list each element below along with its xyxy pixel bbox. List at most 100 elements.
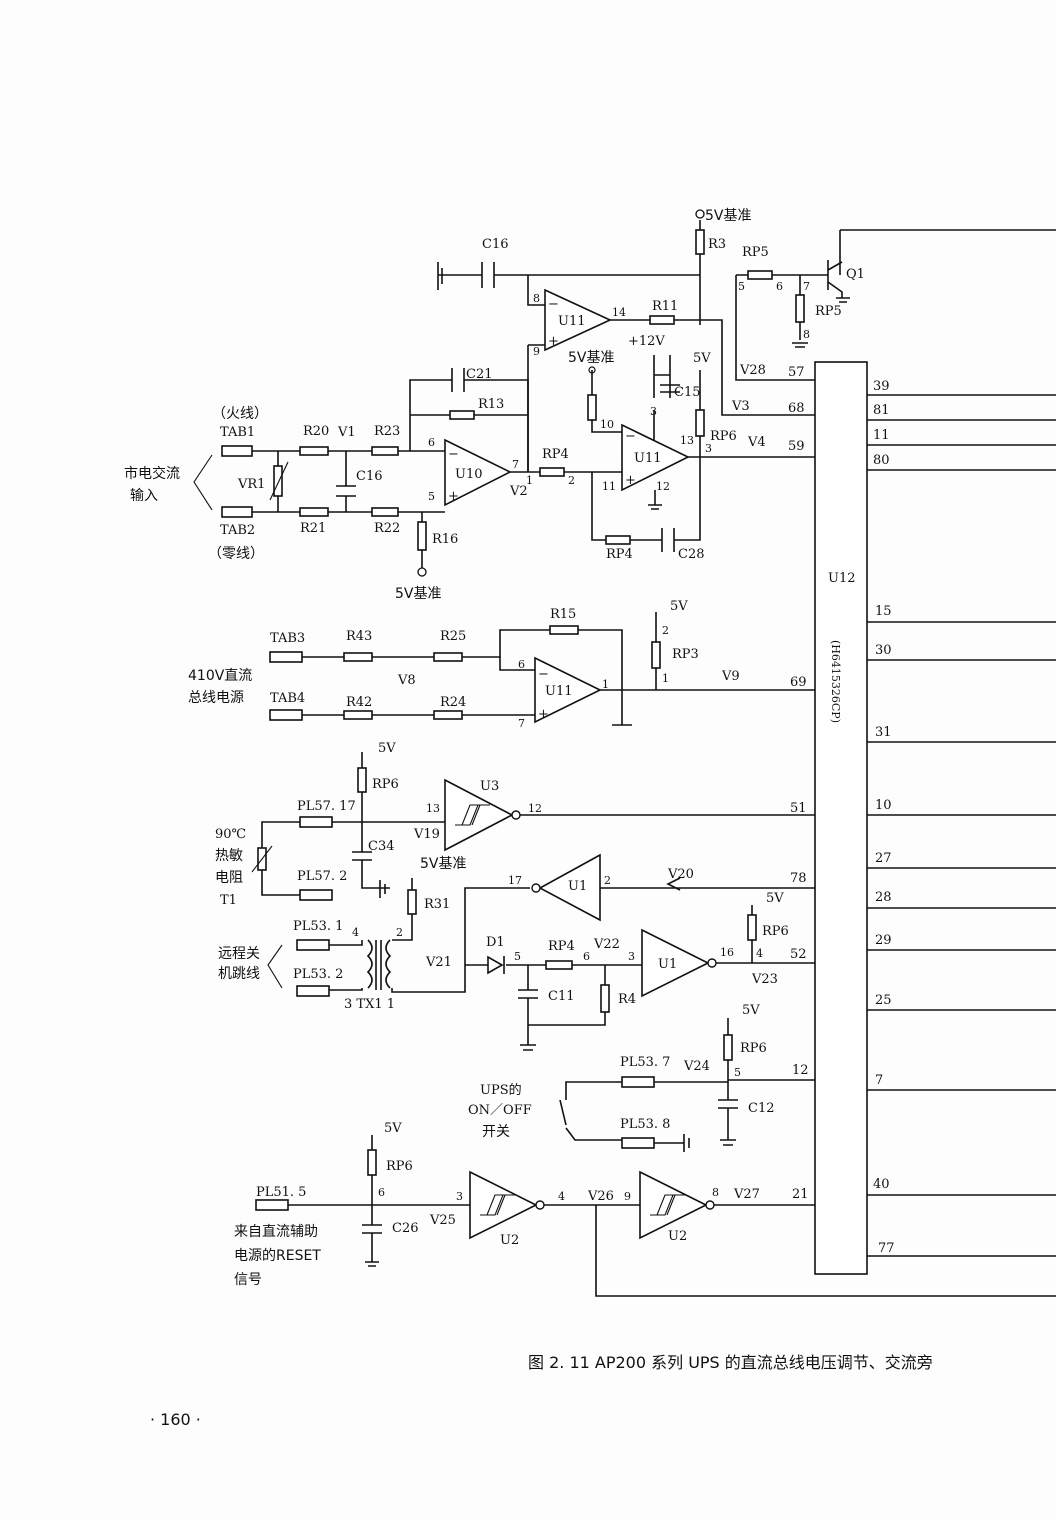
u11-bus-opamp <box>534 656 602 724</box>
pl572-label: PL57. 2 <box>297 869 347 884</box>
tab3-label: TAB3 <box>270 631 305 646</box>
fire-label: （火线） <box>212 406 268 422</box>
svg-text:16: 16 <box>720 946 734 959</box>
svg-text:−: − <box>548 297 559 312</box>
v26-label: V26 <box>587 1189 614 1204</box>
r25-label: R25 <box>440 629 466 644</box>
svg-text:1: 1 <box>662 672 669 685</box>
svg-text:3: 3 <box>650 405 657 418</box>
c11-label: C11 <box>548 989 575 1004</box>
svg-text:+: + <box>448 489 459 504</box>
pin-31: 31 <box>875 725 892 740</box>
bus-label-1: 410V直流 <box>188 667 252 684</box>
rp6-top-label: RP6 <box>710 429 737 444</box>
svg-text:7: 7 <box>803 280 810 293</box>
svg-text:2: 2 <box>662 624 669 637</box>
pin-78: 78 <box>790 871 807 886</box>
svg-text:5: 5 <box>514 950 521 963</box>
pin-7: 7 <box>875 1073 883 1088</box>
svg-text:5V: 5V <box>742 1003 760 1018</box>
svg-text:3: 3 <box>456 1190 463 1203</box>
d1-label: D1 <box>486 935 505 950</box>
pin-77: 77 <box>878 1241 895 1256</box>
v24-label: V24 <box>683 1059 710 1074</box>
r22-label: R22 <box>374 521 400 536</box>
r20-label: R20 <box>303 424 329 439</box>
c21-label: C21 <box>466 367 493 382</box>
mains-label-1: 市电交流 <box>124 465 180 482</box>
u12-chip <box>814 361 868 1275</box>
v22-label: V22 <box>593 937 620 952</box>
svg-text:3: 3 <box>705 442 712 455</box>
svg-text:12: 12 <box>528 802 542 815</box>
u2-schmitt-b <box>639 1170 708 1240</box>
svg-text:−: − <box>625 429 636 444</box>
rp6-ups-label: RP6 <box>740 1041 767 1056</box>
v2-label: V2 <box>509 484 528 499</box>
pin-28: 28 <box>875 890 892 905</box>
pin-52: 52 <box>790 947 807 962</box>
r15-label: R15 <box>550 607 576 622</box>
remote-label-2: 机跳线 <box>218 966 260 982</box>
rp6-u1-label: RP6 <box>762 924 789 939</box>
pin-68: 68 <box>788 401 805 416</box>
rp3-label: RP3 <box>672 647 699 662</box>
pl537-label: PL53. 7 <box>620 1055 670 1070</box>
svg-text:8: 8 <box>712 1186 719 1199</box>
u2a-label: U2 <box>500 1233 519 1248</box>
therm-label-2: 热敏 <box>215 848 243 864</box>
svg-text:6: 6 <box>428 436 435 449</box>
ref5v-mid-label: 5V基准 <box>568 349 614 366</box>
u3-label: U3 <box>480 779 499 794</box>
u3-schmitt <box>444 778 514 852</box>
u12-right-outputs: 39 81 11 80 15 30 31 10 27 28 29 25 7 40… <box>867 379 1056 1257</box>
svg-text:5V: 5V <box>766 891 784 906</box>
u10-opamp <box>444 438 512 507</box>
therm-label-4: T1 <box>220 893 237 908</box>
svg-text:7: 7 <box>518 717 525 730</box>
pin-51: 51 <box>790 801 807 816</box>
svg-text:+: + <box>538 707 549 722</box>
r11-label: R11 <box>652 299 678 314</box>
v23-label: V23 <box>751 972 778 987</box>
reset-section: 5V RP6 6 C26 PL51. 5 来自直流辅助 电源的RESET 信号 … <box>234 1121 1056 1297</box>
svg-text:13: 13 <box>680 434 694 447</box>
r31-label: R31 <box>424 897 450 912</box>
pin-69: 69 <box>790 675 807 690</box>
plus12v-label: +12V <box>628 334 665 349</box>
pin-25: 25 <box>875 993 892 1008</box>
tab4-label: TAB4 <box>270 691 305 706</box>
ups-switch-section: 5V RP6 5 C12 12 PL53. 7 V24 PL53. 8 UPS的… <box>468 1003 815 1152</box>
rp6-therm-label: RP6 <box>372 777 399 792</box>
u12-label: U12 <box>828 571 856 586</box>
svg-text:+: + <box>548 334 559 349</box>
reset-label-3: 信号 <box>234 1272 262 1288</box>
r24-label: R24 <box>440 695 466 710</box>
svg-text:9: 9 <box>533 345 540 358</box>
svg-text:5V: 5V <box>378 741 396 756</box>
pin-40: 40 <box>873 1177 890 1192</box>
u10-label: U10 <box>455 467 483 482</box>
ref5v-top-label: 5V基准 <box>705 207 751 224</box>
v20-label: V20 <box>667 867 694 882</box>
u2-schmitt-a <box>469 1170 538 1240</box>
u1-top-label: U1 <box>568 879 587 894</box>
rp4-low-label: RP4 <box>548 939 575 954</box>
pl532-label: PL53. 2 <box>293 967 343 982</box>
svg-text:1: 1 <box>602 678 609 691</box>
pin-15: 15 <box>875 604 892 619</box>
r42-label: R42 <box>346 695 372 710</box>
v9-label: V9 <box>721 669 740 684</box>
v3-label: V3 <box>731 399 750 414</box>
pl531-label: PL53. 1 <box>293 919 343 934</box>
c15-label: C15 <box>674 385 701 400</box>
ref5v-r31-label: 5V基准 <box>420 855 466 872</box>
svg-text:3: 3 <box>628 950 635 963</box>
pin-30: 30 <box>875 643 892 658</box>
svg-text:5V: 5V <box>670 599 688 614</box>
reset-label-2: 电源的RESET <box>234 1248 321 1264</box>
pin-12: 12 <box>792 1063 809 1078</box>
